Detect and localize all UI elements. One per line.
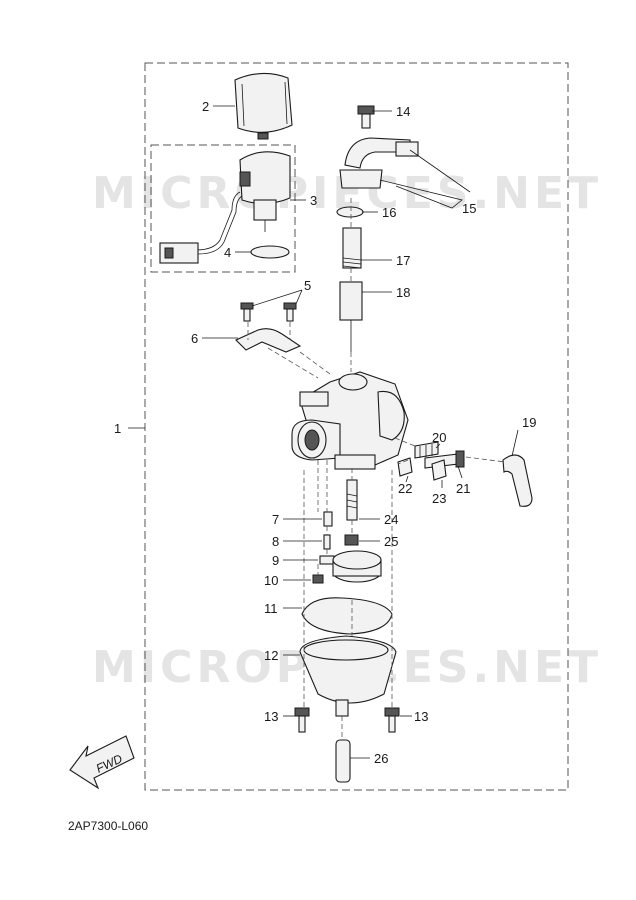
callout-26: 26 <box>374 751 388 766</box>
callout-1: 1 <box>114 421 121 436</box>
callout-18: 18 <box>396 285 410 300</box>
callout-12: 12 <box>264 648 278 663</box>
callout-20: 20 <box>432 430 446 445</box>
callout-14: 14 <box>396 104 410 119</box>
bowl-screws-part <box>294 707 400 733</box>
callout-11: 11 <box>264 601 278 616</box>
assembly-frame <box>144 62 569 791</box>
callout-3: 3 <box>310 193 317 208</box>
callout-13-left: 13 <box>264 709 278 724</box>
top-screw-part <box>357 105 375 129</box>
callout-23: 23 <box>432 491 446 506</box>
screws-part <box>240 302 297 322</box>
callout-7: 7 <box>272 512 279 527</box>
callout-21: 21 <box>456 481 470 496</box>
callout-numbers: 1 2 3 4 5 6 7 8 9 10 11 12 13 13 14 15 1… <box>114 99 536 766</box>
auto-choke-part <box>159 151 291 264</box>
o-ring-part <box>250 245 290 259</box>
callout-25: 25 <box>384 534 398 549</box>
diagram-code: 2AP7300-L060 <box>68 819 148 833</box>
cable-elbow-part <box>339 137 419 189</box>
callout-2: 2 <box>202 99 209 114</box>
callout-4: 4 <box>224 245 231 260</box>
callout-6: 6 <box>191 331 198 346</box>
float-bowl-part <box>299 635 397 717</box>
callout-8: 8 <box>272 534 279 549</box>
assembly-guide <box>247 198 506 740</box>
callout-15: 15 <box>462 201 476 216</box>
float-part <box>332 550 382 583</box>
callout-19: 19 <box>522 415 536 430</box>
callout-24: 24 <box>384 512 398 527</box>
cover-cap-part <box>234 72 293 140</box>
callout-22: 22 <box>398 481 412 496</box>
hose-part <box>502 454 533 507</box>
callout-10: 10 <box>264 573 278 588</box>
subassembly-frame <box>150 144 296 273</box>
throttle-slide-part <box>339 281 363 352</box>
pilot-screw-part <box>397 441 465 481</box>
retaining-plate-part <box>235 328 302 353</box>
throttle-spring-part <box>342 227 362 269</box>
callout-5: 5 <box>304 278 311 293</box>
callout-16: 16 <box>382 205 396 220</box>
washer-part <box>336 206 364 218</box>
leader-lines <box>128 105 519 759</box>
drain-hose-part <box>335 739 351 783</box>
carburetor-body-part <box>291 371 409 470</box>
callout-17: 17 <box>396 253 410 268</box>
callout-13-right: 13 <box>414 709 428 724</box>
forward-direction-arrow-icon: FWD <box>69 735 135 790</box>
callout-9: 9 <box>272 553 279 568</box>
float-bowl-gasket-part <box>301 597 393 635</box>
